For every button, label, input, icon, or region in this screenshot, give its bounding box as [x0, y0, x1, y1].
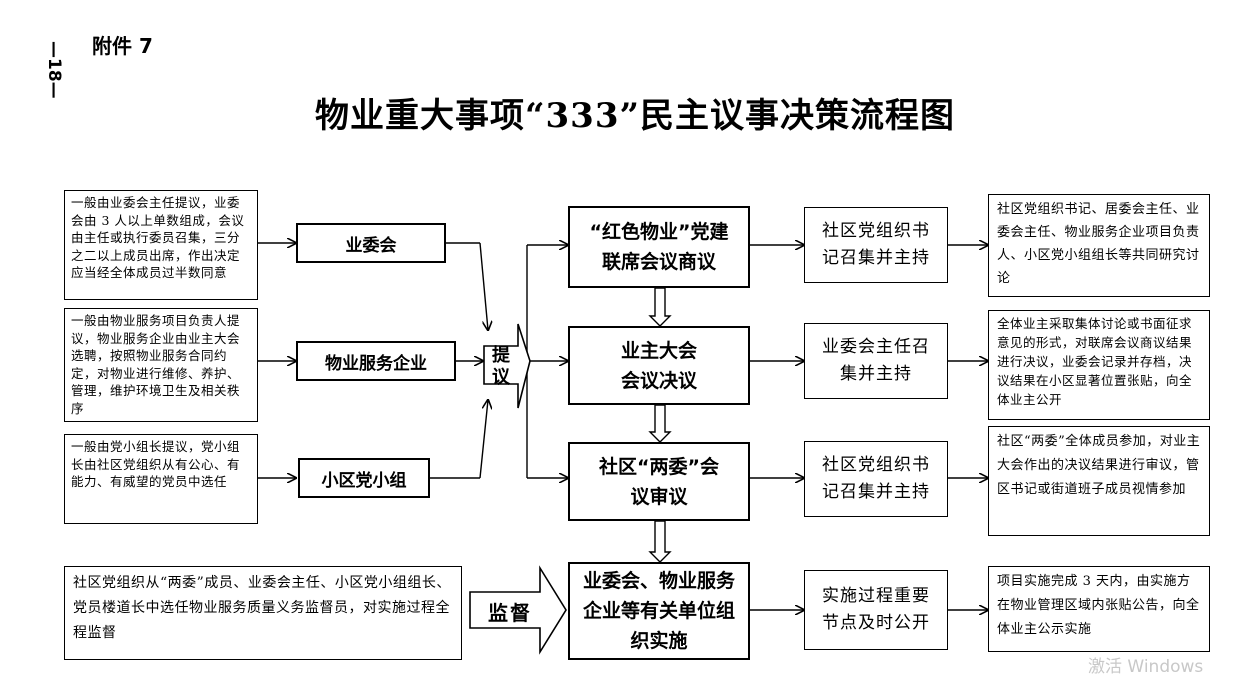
host-box: 实施过程重要节点及时公开	[804, 570, 948, 650]
proposer-description: 一般由物业服务项目负责人提议，物业服务企业由业主大会选聘，按照物业服务合同约定，…	[64, 308, 258, 422]
supervision-label: 监督	[488, 601, 532, 625]
process-step: “红色物业”党建联席会议商议	[568, 206, 750, 288]
host-box: 社区党组织书记召集并主持	[804, 207, 948, 283]
detail-box: 项目实施完成 3 天内，由实施方在物业管理区域内张贴公告，向全体业主公示实施	[988, 566, 1210, 652]
proposer-description: 一般由党小组长提议，党小组长由社区党组织从有公心、有能力、有威望的党员中选任	[64, 434, 258, 524]
detail-box: 社区党组织书记、居委会主任、业委会主任、物业服务企业项目负责人、小区党小组组长等…	[988, 194, 1210, 297]
host-box: 社区党组织书记召集并主持	[804, 441, 948, 517]
proposer-name: 物业服务企业	[296, 341, 456, 381]
process-step: 业主大会会议决议	[568, 326, 750, 405]
page-title: 物业重大事项“333”民主议事决策流程图	[314, 96, 956, 136]
supervision-description: 社区党组织从“两委”成员、业委会主任、小区党小组组长、党员楼道长中选任物业服务质…	[64, 566, 462, 660]
host-box: 业委会主任召集并主持	[804, 323, 948, 399]
page-number: —18—	[44, 41, 64, 99]
attachment-label: 附件 7	[92, 34, 153, 58]
detail-box: 社区“两委”全体成员参加，对业主大会作出的决议结果进行审议，管区书记或街道班子成…	[988, 426, 1210, 536]
propose-label: 提议	[492, 345, 510, 388]
process-step: 业委会、物业服务企业等有关单位组织实施	[568, 562, 750, 660]
activation-watermark: 激活 Windows	[1088, 657, 1204, 677]
detail-box: 全体业主采取集体讨论或书面征求意见的形式，对联席会议商议结果进行决议，业委会记录…	[988, 310, 1210, 420]
proposer-name: 小区党小组	[298, 458, 430, 498]
proposer-name: 业委会	[296, 223, 446, 263]
proposer-description: 一般由业委会主任提议，业委会由 3 人以上单数组成，会议由主任或执行委员召集，三…	[64, 190, 258, 300]
process-step: 社区“两委”会议审议	[568, 442, 750, 521]
